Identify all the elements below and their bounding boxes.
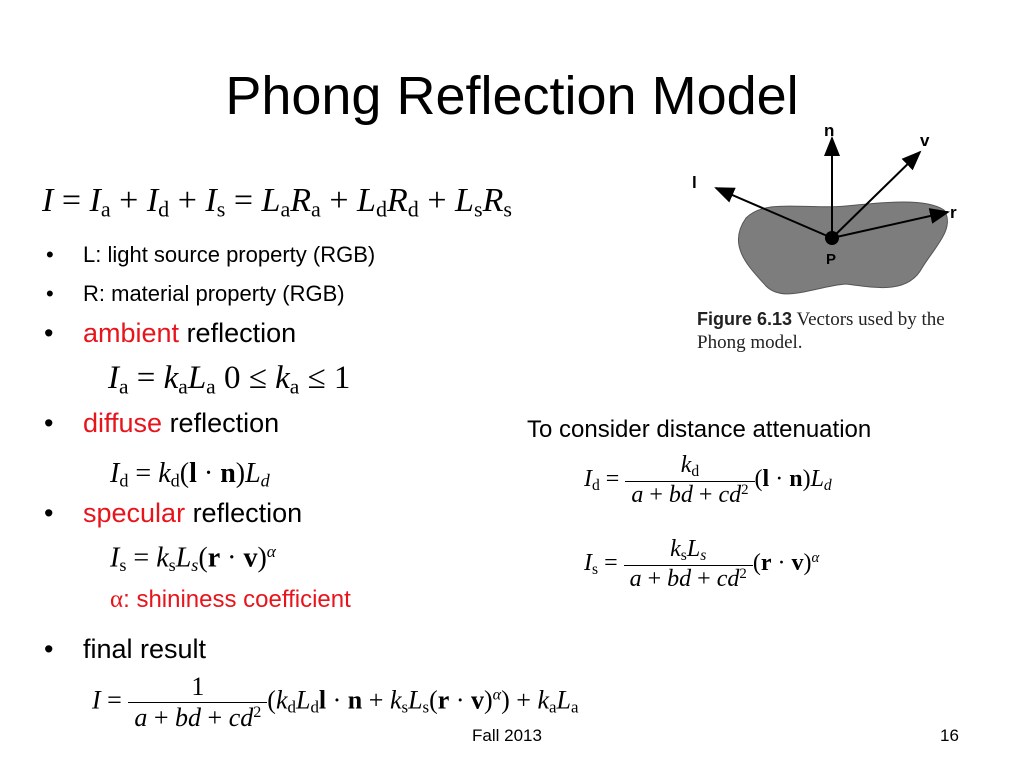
attenuation-note: To consider distance attenuation xyxy=(527,416,872,443)
footer-term: Fall 2013 xyxy=(472,726,542,745)
bullet-material: •R: material property (RGB) xyxy=(46,281,345,306)
figure-caption: Figure 6.13 Vectors used by the Phong mo… xyxy=(697,309,945,353)
specular-word: specular xyxy=(83,498,186,528)
label-p: P xyxy=(826,251,836,268)
diffuse-equation: Id = kd(l · n)Ld xyxy=(110,458,270,491)
label-n: n xyxy=(824,121,834,140)
bullet-diffuse: •diffuse reflection xyxy=(44,408,280,438)
bullet-ambient: •ambient reflection xyxy=(44,318,297,348)
bullet-light: •L: light source property (RGB) xyxy=(46,242,376,267)
diffuse-word: diffuse xyxy=(83,408,163,438)
alpha-note: α: shininess coefficient xyxy=(110,586,351,613)
ambient-word: ambient xyxy=(83,318,180,348)
ambient-equation: Ia = kaLa 0 ≤ ka ≤ 1 xyxy=(108,360,351,399)
vector-r xyxy=(831,208,950,239)
vector-l xyxy=(714,187,833,239)
surface-patch xyxy=(737,201,948,295)
bullet-final: •final result xyxy=(44,634,207,664)
point-p xyxy=(825,231,839,245)
bullet-specular: •specular reflection xyxy=(44,498,303,528)
phong-sum-equation: I = Ia + Id + Is = LaRa + LdRd + LsRs xyxy=(42,182,512,222)
vector-v xyxy=(831,150,922,239)
alpha-symbol: α xyxy=(110,586,124,613)
slide-title: Phong Reflection Model xyxy=(225,66,799,126)
label-r: r xyxy=(950,203,957,222)
figure-number: Figure 6.13 xyxy=(697,309,793,329)
label-l: l xyxy=(692,173,697,192)
page-number: 16 xyxy=(940,726,959,745)
label-v: v xyxy=(920,131,930,150)
specular-equation: Is = ksLs(r · v)α xyxy=(110,542,276,576)
phong-vectors-figure: n v l r P xyxy=(692,121,957,295)
